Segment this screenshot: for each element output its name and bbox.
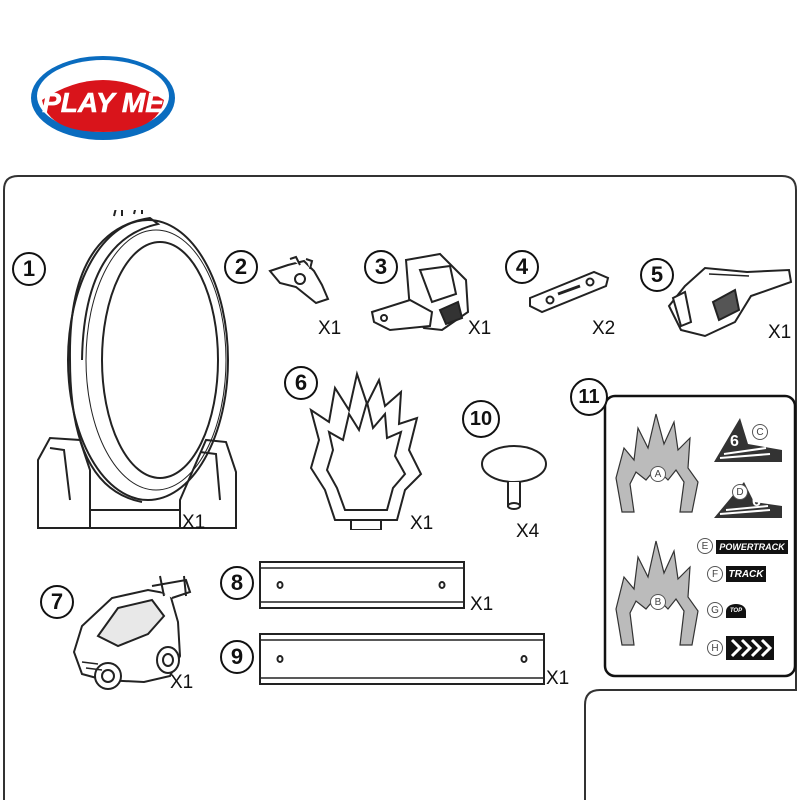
play-me-logo: PLAY ME — [31, 56, 175, 140]
sticker-flame-a — [615, 413, 699, 513]
part-8-qty: X1 — [470, 594, 494, 615]
loop-ring-part — [37, 210, 237, 529]
part-number-5: 5 — [640, 258, 674, 292]
part-number-2: 2 — [224, 250, 258, 284]
sticker-f-track: TRACK — [726, 566, 766, 582]
long-track-part — [259, 633, 545, 685]
part-5-qty: X1 — [768, 322, 792, 343]
part-4-qty: X2 — [592, 318, 616, 339]
sticker-c-graphic: 6 — [714, 418, 782, 462]
sticker-letter-a: A — [650, 466, 666, 482]
sticker-letter-f: F — [707, 566, 723, 582]
sticker-letter-h: H — [707, 640, 723, 656]
sticker-sheet-box — [603, 394, 797, 678]
support-stand-part — [481, 445, 547, 510]
sticker-letter-b: B — [650, 594, 666, 610]
launcher-base-part — [370, 252, 470, 332]
part-3-qty: X1 — [468, 318, 492, 339]
race-car-part — [72, 575, 192, 690]
part-number-11: 11 — [570, 378, 608, 416]
svg-text:6: 6 — [752, 493, 761, 510]
svg-text:6: 6 — [730, 433, 739, 450]
short-track-part — [259, 561, 465, 609]
flame-ring-part — [309, 370, 423, 530]
logo-text: PLAY ME — [42, 87, 165, 118]
sticker-letter-e: E — [697, 538, 713, 554]
part-9-qty: X1 — [546, 668, 570, 689]
part-2-qty: X1 — [318, 318, 342, 339]
sticker-letter-d: D — [732, 484, 748, 500]
part-number-6: 6 — [284, 366, 318, 400]
part-6-qty: X1 — [410, 513, 434, 534]
connector-part — [268, 255, 330, 305]
sticker-letter-g: G — [707, 602, 723, 618]
part-1-qty: X1 — [182, 512, 206, 533]
sticker-g-top: TOP — [726, 604, 746, 618]
sticker-h-chevrons — [726, 636, 774, 660]
part-number-1: 1 — [12, 252, 46, 286]
sticker-flame-b — [615, 540, 699, 646]
part-number-10: 10 — [462, 400, 500, 438]
joint-plate-part — [529, 270, 610, 314]
sticker-letter-c: C — [752, 424, 768, 440]
car-launcher-part — [667, 266, 793, 338]
part-10-qty: X4 — [516, 521, 540, 542]
part-number-8: 8 — [220, 566, 254, 600]
sticker-e-powertrack: POWERTRACK — [716, 540, 788, 554]
part-number-3: 3 — [364, 250, 398, 284]
part-7-qty: X1 — [170, 672, 194, 693]
part-number-4: 4 — [505, 250, 539, 284]
part-number-7: 7 — [40, 585, 74, 619]
part-number-9: 9 — [220, 640, 254, 674]
sticker-d-graphic: 6 — [714, 482, 782, 518]
